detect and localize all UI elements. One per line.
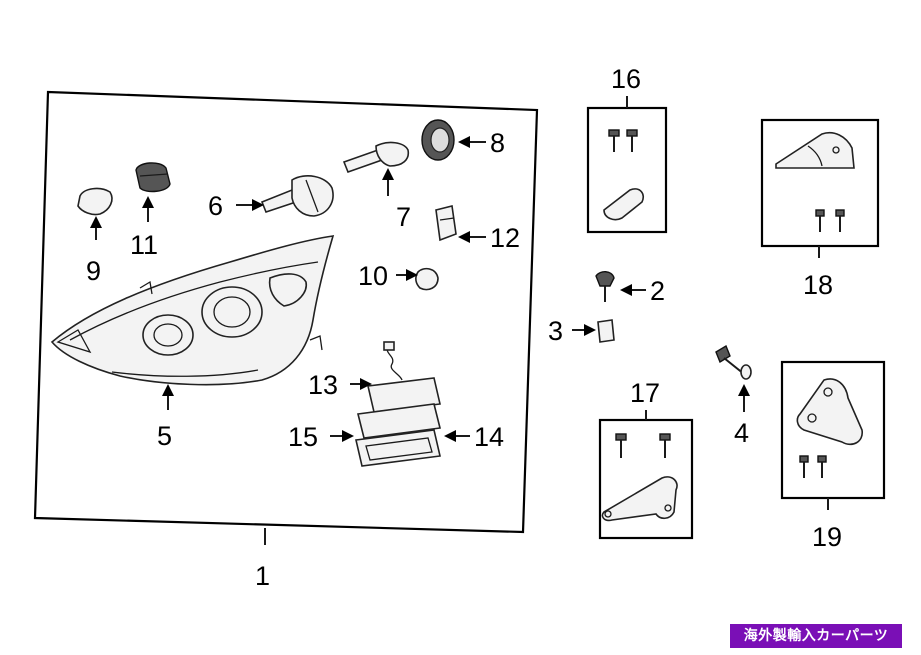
- assembly-box: [33, 90, 539, 534]
- bulb-12: [435, 205, 457, 242]
- bulb-6: [260, 175, 334, 217]
- bolt-4: [715, 344, 752, 380]
- callout-15: 15: [288, 422, 318, 452]
- callout-4: 4: [734, 418, 749, 448]
- callout-2: 2: [650, 276, 665, 306]
- callout-5: 5: [157, 421, 172, 451]
- bulb-10: [415, 267, 439, 291]
- callout-10: 10: [358, 261, 388, 291]
- bulb-7: [342, 141, 410, 174]
- bolt-2: [595, 271, 615, 302]
- callout-14: 14: [474, 422, 504, 452]
- watermark-label: 海外製輸入カーパーツ: [730, 624, 902, 648]
- bracket-19: [796, 378, 863, 478]
- callout-11: 11: [130, 230, 158, 260]
- callout-17: 17: [630, 378, 660, 408]
- headlamp-housing: [50, 235, 335, 386]
- box-19: [780, 360, 886, 500]
- cap-8: [421, 119, 455, 161]
- ballast-assembly: [355, 341, 441, 467]
- bolts-16: [603, 129, 645, 221]
- socket-11: [135, 162, 171, 193]
- bulb-9: [77, 187, 113, 216]
- callout-6: 6: [208, 191, 223, 221]
- bracket-18: [775, 132, 855, 232]
- callout-8: 8: [490, 128, 505, 158]
- callout-9: 9: [86, 256, 101, 286]
- callout-16: 16: [611, 64, 641, 94]
- bracket-17: [601, 433, 678, 522]
- callout-1: 1: [255, 561, 270, 591]
- callout-3: 3: [548, 316, 563, 346]
- callout-18: 18: [803, 270, 833, 300]
- callout-13: 13: [308, 370, 338, 400]
- callout-7: 7: [396, 202, 411, 232]
- callout-12: 12: [490, 223, 520, 253]
- callout-19: 19: [812, 522, 842, 552]
- nut-3: [597, 319, 615, 343]
